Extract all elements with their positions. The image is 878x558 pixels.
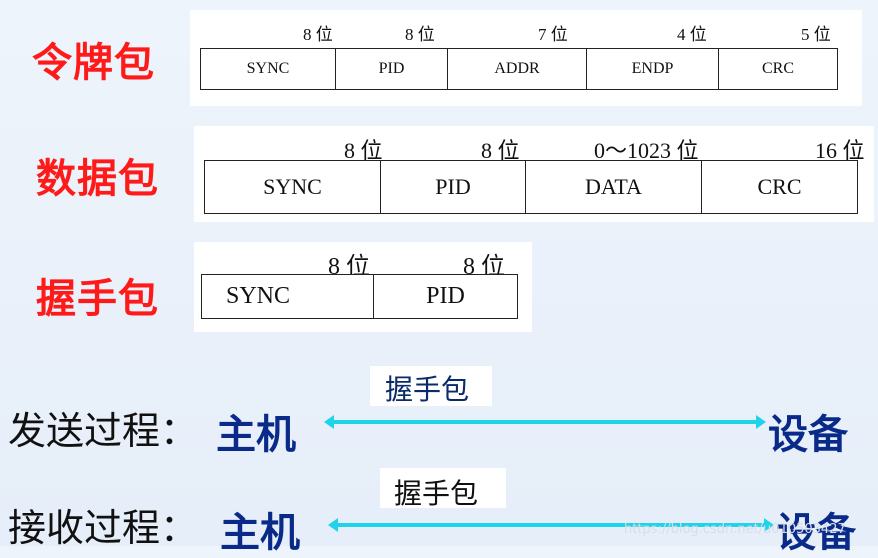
send-packet-panel — [370, 366, 492, 406]
handshake-packet-fields: SYNC PID — [201, 274, 518, 319]
token-field-endp: ENDP — [587, 49, 719, 89]
handshake-packet-label: 握手包 — [36, 276, 159, 322]
token-bits-addr: 7 位 — [538, 25, 568, 44]
send-device: 设备 — [768, 412, 848, 458]
receive-packet-panel — [380, 468, 506, 508]
data-field-crc: CRC — [757, 174, 802, 199]
token-bits-pid: 8 位 — [405, 25, 435, 44]
handshake-field-sync: SYNC — [202, 275, 374, 318]
data-field-sync: SYNC — [205, 161, 381, 213]
data-packet-label: 数据包 — [36, 156, 159, 202]
data-field-data: DATA — [526, 161, 702, 213]
data-packet-fields: SYNC PID DATA CRC — [204, 160, 858, 214]
token-field-crc: CRC — [761, 60, 794, 77]
token-field-pid: PID — [336, 49, 448, 89]
handshake-field-pid: PID — [426, 283, 465, 309]
data-bits-data: 0～1023 位 — [594, 138, 699, 163]
token-bits-crc: 5 位 — [801, 25, 831, 44]
data-bits-pid: 8 位 — [481, 138, 520, 163]
send-handshake-label: 握手包 — [385, 373, 470, 406]
data-field-pid: PID — [381, 161, 526, 213]
data-bits-sync: 8 位 — [344, 138, 383, 163]
token-field-sync: SYNC — [201, 49, 336, 89]
watermark: https://blog.csdn.net/u010503427 — [624, 522, 846, 537]
token-field-addr: ADDR — [448, 49, 587, 89]
token-bits-endp: 4 位 — [677, 25, 707, 44]
receive-handshake-label: 握手包 — [394, 477, 479, 510]
send-process-label: 发送过程： — [8, 409, 199, 453]
token-bits-sync: 8 位 — [303, 25, 333, 44]
token-packet-label: 令牌包 — [32, 40, 155, 86]
token-packet-fields: SYNC PID ADDR ENDP CRC — [200, 48, 838, 90]
receive-process-label: 接收过程： — [8, 506, 199, 550]
receive-arrow-icon — [328, 518, 774, 532]
data-bits-crc: 16 位 — [815, 138, 865, 163]
receive-host: 主机 — [220, 510, 300, 556]
send-arrow-icon — [324, 415, 766, 429]
send-host: 主机 — [216, 412, 296, 458]
